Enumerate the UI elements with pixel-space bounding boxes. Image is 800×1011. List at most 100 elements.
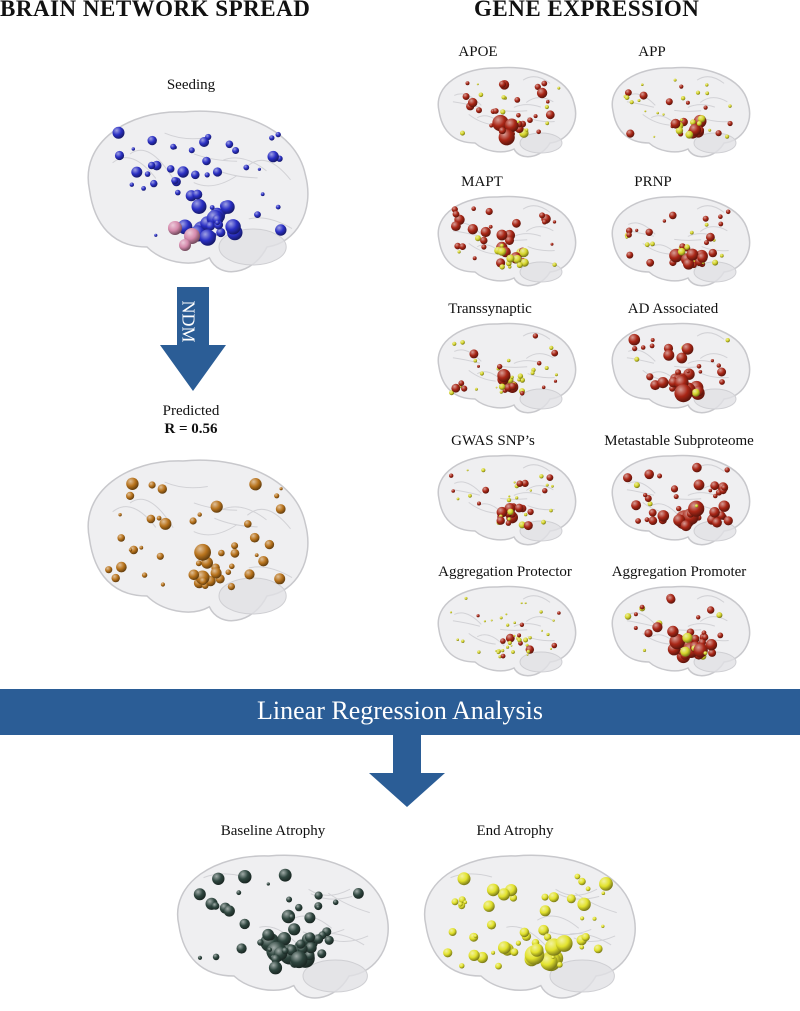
brain-region-node bbox=[549, 647, 553, 650]
brain-region-node bbox=[534, 83, 541, 90]
brain-region-node bbox=[516, 113, 521, 118]
brain-region-node bbox=[129, 545, 138, 555]
brain-region-node bbox=[708, 248, 717, 258]
brain-region-node bbox=[530, 371, 535, 375]
brain-region-node bbox=[296, 939, 306, 949]
brain-region-node bbox=[456, 497, 460, 501]
brain-region-node bbox=[295, 903, 303, 912]
brain-region-node bbox=[541, 80, 548, 87]
brain-region-node bbox=[701, 630, 707, 636]
brain-region-node bbox=[505, 236, 514, 245]
brain-region-node bbox=[451, 489, 455, 493]
brain-region-node bbox=[544, 104, 549, 110]
brain-region-node bbox=[497, 363, 503, 370]
brain-region-node bbox=[538, 924, 549, 936]
brain-region-node bbox=[199, 229, 216, 246]
gyrus-line bbox=[522, 76, 551, 84]
brain-region-node bbox=[448, 928, 457, 936]
brain-region-node bbox=[281, 947, 289, 955]
brain-region-node bbox=[189, 517, 197, 525]
brain-region-node bbox=[225, 219, 241, 235]
brain-region-node bbox=[215, 220, 220, 226]
brain-region-node bbox=[727, 120, 733, 127]
brain-region-node bbox=[496, 516, 505, 525]
brain-region-node bbox=[506, 645, 510, 649]
brain-region-node bbox=[529, 489, 532, 492]
brain-region-node bbox=[452, 210, 460, 218]
brain-region-node bbox=[498, 127, 506, 135]
brain-region-node bbox=[279, 487, 283, 491]
brain-region-node bbox=[212, 953, 220, 961]
brain-region-node bbox=[528, 636, 532, 640]
brain-region-node bbox=[477, 364, 480, 368]
brain-region-node bbox=[156, 552, 164, 560]
brain-region-node bbox=[515, 496, 519, 500]
brain-region-node bbox=[114, 150, 125, 161]
brain-region-node bbox=[517, 373, 524, 379]
gyrus-line bbox=[557, 893, 600, 900]
brain-region-node bbox=[710, 359, 714, 363]
ndm-label: NDM bbox=[178, 299, 199, 343]
gyrus-line bbox=[526, 616, 554, 622]
brain-region-node bbox=[197, 512, 202, 517]
brain-region-node bbox=[498, 80, 507, 88]
brain-region-node bbox=[574, 873, 581, 880]
brain-region-node bbox=[662, 113, 665, 116]
brain-region-node bbox=[523, 521, 533, 531]
brain-region-node bbox=[474, 387, 478, 391]
brain-region-node bbox=[212, 167, 223, 177]
brain-region-node bbox=[539, 474, 544, 479]
brain-region-node bbox=[188, 147, 195, 154]
brain-region-node bbox=[692, 462, 702, 473]
brain-region-node bbox=[290, 951, 308, 969]
gyrus-line bbox=[223, 157, 267, 172]
brain-region-node bbox=[131, 147, 135, 151]
brain-region-node bbox=[639, 604, 645, 610]
gyrus-line bbox=[522, 464, 551, 472]
brain-region-node bbox=[231, 542, 239, 550]
brain-region-node bbox=[225, 569, 232, 575]
brain-region-node bbox=[243, 164, 250, 171]
brain-region-node bbox=[353, 888, 364, 899]
brain-region-node bbox=[236, 890, 242, 896]
brain-region-node bbox=[490, 619, 493, 622]
brain-region-node bbox=[478, 92, 484, 98]
brain-region-node bbox=[632, 346, 638, 352]
brain-region-node bbox=[516, 120, 520, 124]
gyrus-line bbox=[129, 149, 174, 180]
brain-region-node bbox=[693, 479, 705, 491]
brain-region-node bbox=[640, 345, 646, 350]
brain-region-node bbox=[194, 543, 211, 561]
brain-region-node bbox=[486, 920, 497, 930]
brain-region-node bbox=[718, 500, 730, 512]
brain-region-node bbox=[666, 594, 676, 604]
brain-region-node bbox=[629, 100, 634, 105]
brain-region-node bbox=[497, 369, 511, 383]
brain-region-node bbox=[680, 646, 691, 657]
brain-region-node bbox=[267, 150, 279, 163]
brain-region-node bbox=[267, 947, 272, 952]
brain-region-node bbox=[506, 623, 510, 627]
brain-region-node bbox=[314, 891, 323, 900]
brain-region-node bbox=[496, 506, 508, 518]
brain-region-node bbox=[202, 156, 211, 166]
brain-region-node bbox=[670, 118, 681, 129]
brain-region-node bbox=[507, 517, 511, 521]
gyrus-line bbox=[450, 873, 493, 879]
brain-region-node bbox=[506, 254, 515, 263]
seed-node bbox=[168, 221, 182, 235]
brain-region-node bbox=[324, 935, 334, 945]
gene-brain-gwas-snps bbox=[437, 454, 577, 546]
brain-region-node bbox=[633, 626, 638, 630]
brain-region-node bbox=[646, 258, 655, 267]
brain-region-node bbox=[216, 227, 226, 238]
brain-region-node bbox=[702, 215, 709, 222]
gyrus-line bbox=[214, 517, 258, 528]
brain-region-node bbox=[454, 242, 461, 250]
brain-region-node bbox=[317, 949, 327, 959]
brain-region-node bbox=[505, 633, 515, 643]
brain-region-node bbox=[533, 114, 538, 119]
gyrus-line bbox=[526, 485, 554, 491]
brain-region-node bbox=[539, 610, 543, 614]
brain-region-node bbox=[642, 648, 647, 652]
